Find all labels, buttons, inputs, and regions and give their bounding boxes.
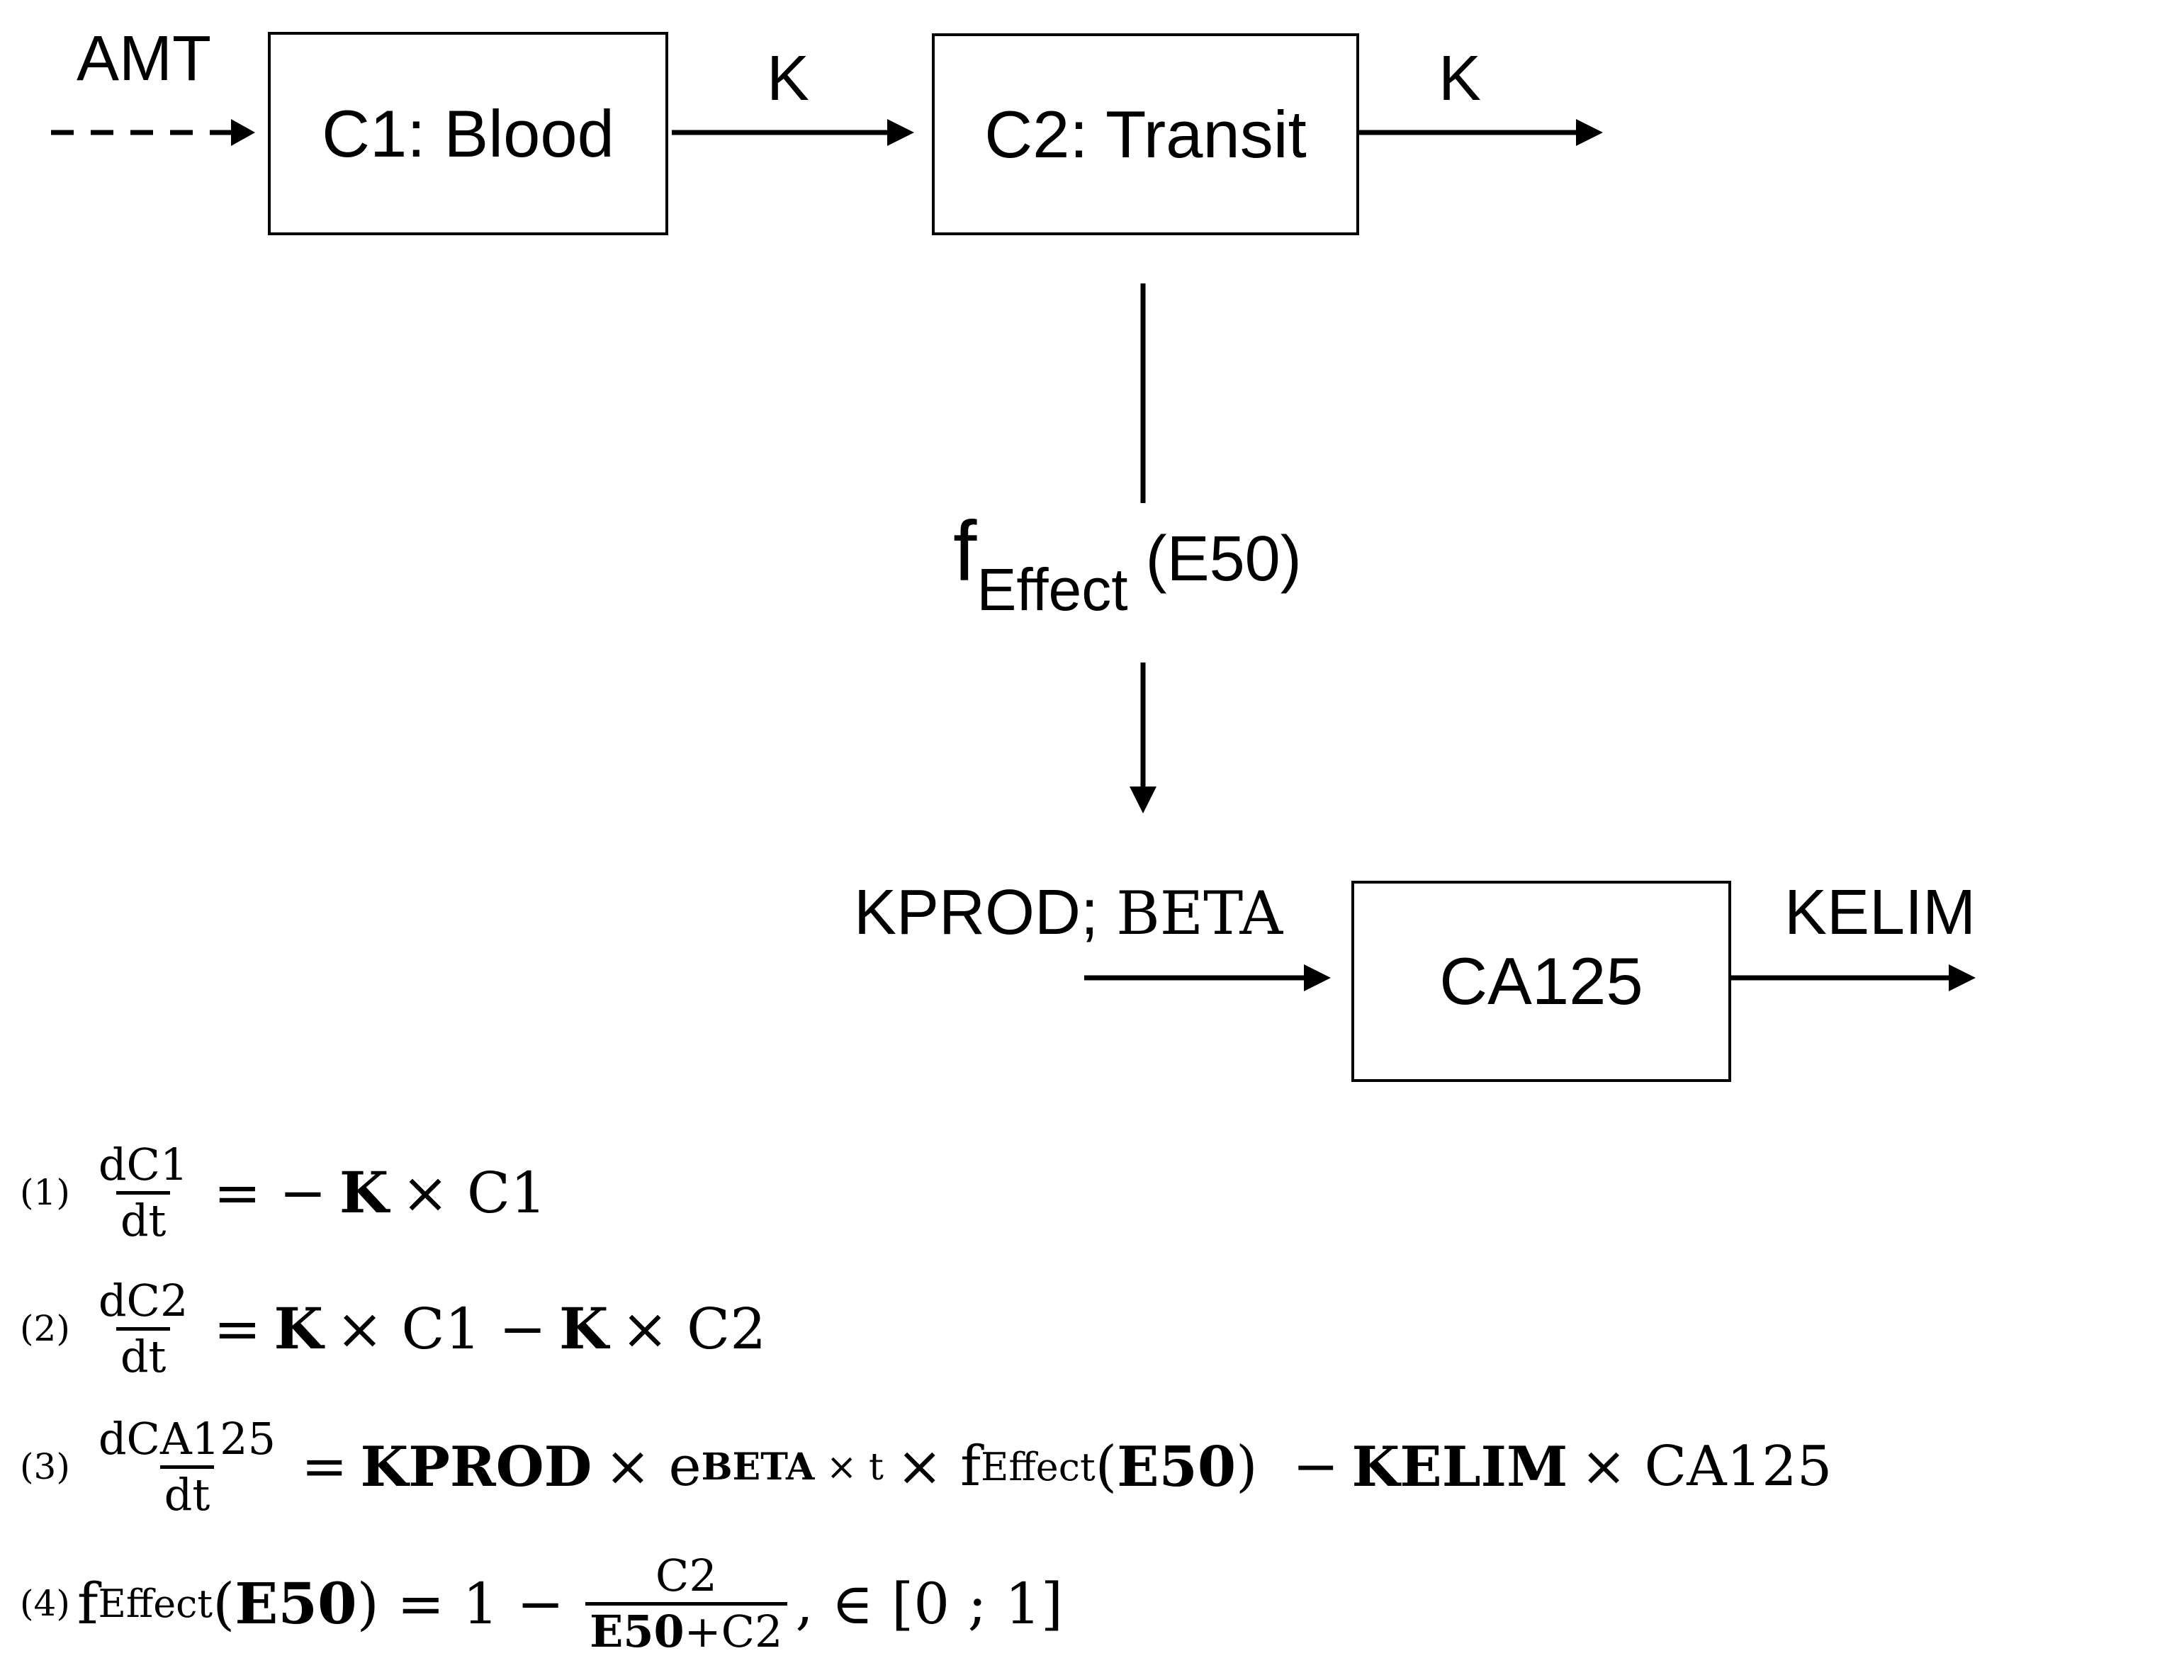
k-label-2: K	[1439, 43, 1482, 114]
equation-3-denominator: dt	[159, 1465, 215, 1518]
effect-argument: (E50)	[1127, 524, 1302, 594]
equation-3-exponent-rest: × t	[814, 1445, 884, 1489]
equation-3-times-f: × f	[896, 1435, 981, 1499]
kprod-label: KPROD;	[854, 877, 1117, 948]
equation-3-times-e: × e	[604, 1435, 702, 1499]
effect-label: fEffect (E50)	[953, 509, 1302, 619]
kprod-arrowhead	[1304, 964, 1331, 991]
ca125-label: CA125	[1439, 944, 1643, 1018]
c2-out-arrowhead	[1576, 119, 1603, 146]
equation-4-domain: , ∈ [0 ; 1]	[795, 1570, 1064, 1637]
equation-1-text-b: × C1	[401, 1159, 547, 1226]
equation-3-effect-subscript: Effect	[980, 1444, 1096, 1489]
equation-3-beta: BETA	[701, 1445, 815, 1489]
equation-2-denominator: dt	[116, 1326, 171, 1380]
effect-arrowhead	[1130, 787, 1156, 813]
equation-3-number: (3)	[20, 1446, 70, 1487]
equation-2-number: (2)	[20, 1308, 70, 1349]
ca125-box: CA125	[1351, 881, 1731, 1082]
equation-3-equals: =	[301, 1435, 348, 1499]
equation-1: (1) dC1 dt = −K× C1	[20, 1132, 559, 1253]
equation-3-e50: E50	[1117, 1434, 1237, 1499]
equation-4-number: (4)	[20, 1583, 70, 1624]
effect-subscript: Effect	[976, 556, 1128, 623]
equation-4-equals-one-minus: ) = 1 −	[356, 1570, 565, 1637]
equation-1-denominator: dt	[116, 1190, 171, 1244]
amt-label: AMT	[77, 23, 211, 94]
equation-3-fraction: dCA125 dt	[94, 1416, 280, 1517]
equation-2-k2: K	[559, 1295, 609, 1362]
equation-4-f: f	[77, 1570, 98, 1637]
equation-2-fraction: dC2 dt	[94, 1278, 193, 1379]
k-label-1: K	[767, 43, 810, 114]
kprod-beta-label: KPROD; BETA	[854, 881, 1283, 945]
equation-4-e50: E50	[235, 1570, 357, 1637]
equation-4-denominator-e50: E50	[590, 1605, 685, 1657]
equation-3-numerator: dCA125	[98, 1413, 276, 1465]
equation-3-exponent: BETA × t	[702, 1445, 884, 1489]
equation-4-effect-subscript: Effect	[98, 1581, 213, 1626]
equation-4-denominator: E50+C2	[585, 1601, 787, 1657]
equation-4-open-paren: (	[213, 1570, 235, 1637]
beta-label: BETA	[1116, 879, 1283, 948]
equation-4-fraction: C2 E50+C2	[585, 1552, 787, 1654]
equation-2-text-a: =	[213, 1295, 261, 1362]
equation-3-close-minus: ) −	[1236, 1435, 1339, 1499]
equation-4-denominator-rest: +C2	[684, 1605, 783, 1657]
kelim-label: KELIM	[1784, 877, 1976, 948]
equation-2-k1: K	[274, 1295, 323, 1362]
c1-to-c2-arrowhead	[887, 119, 914, 146]
amt-arrowhead	[231, 119, 255, 146]
equation-4-numerator: C2	[655, 1550, 717, 1602]
c1-blood-box: C1: Blood	[268, 32, 668, 235]
equation-1-fraction: dC1 dt	[94, 1141, 193, 1243]
c1-blood-label: C1: Blood	[322, 96, 614, 171]
equation-3-kprod: KPROD	[360, 1434, 592, 1499]
equation-2-text-b: × C1 −	[335, 1295, 546, 1362]
equation-3-open-paren: (	[1095, 1435, 1118, 1499]
equation-1-text-a: = −	[213, 1159, 327, 1226]
equation-2-text-c: × C2	[621, 1295, 767, 1362]
equation-1-k: K	[339, 1159, 389, 1226]
c2-transit-box: C2: Transit	[932, 33, 1359, 235]
equation-1-numerator: dC1	[98, 1139, 188, 1191]
equation-1-number: (1)	[20, 1172, 70, 1213]
equation-3-kelim: KELIM	[1351, 1434, 1568, 1499]
equation-2-numerator: dC2	[98, 1275, 188, 1327]
effect-f: f	[953, 504, 977, 599]
c2-transit-label: C2: Transit	[984, 96, 1307, 171]
equation-2: (2) dC2 dt =K× C1 −K× C2	[20, 1268, 779, 1389]
equation-3-times-ca125: × CA125	[1580, 1435, 1833, 1499]
kelim-arrowhead	[1949, 964, 1976, 991]
